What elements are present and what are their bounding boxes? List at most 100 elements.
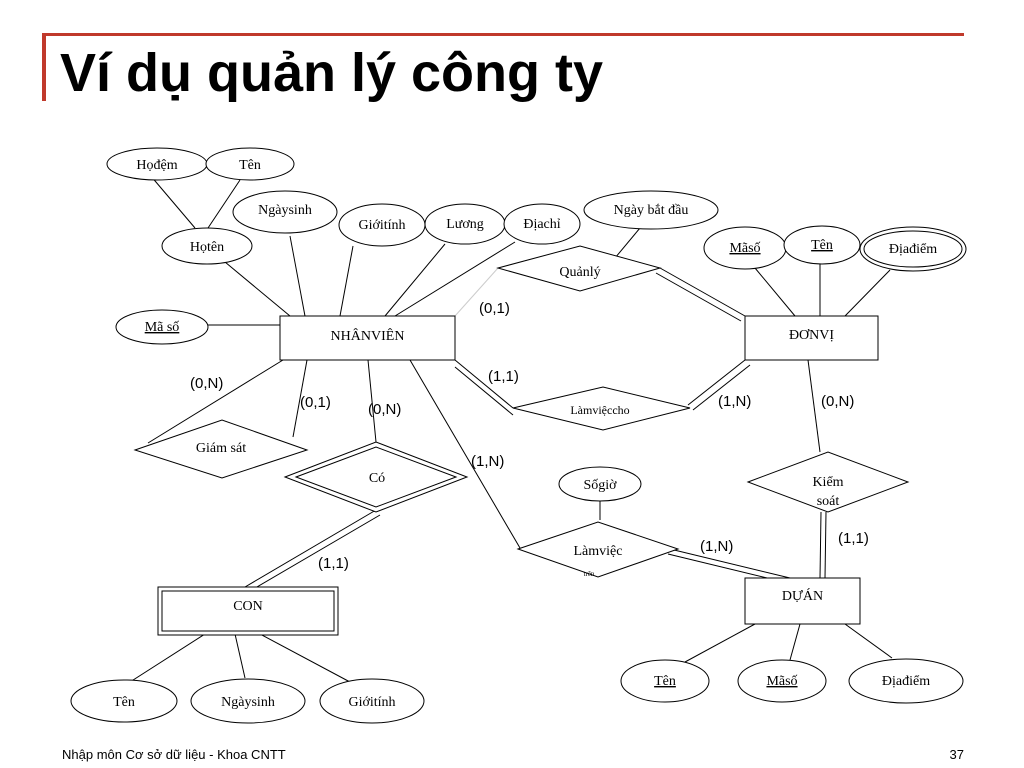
attribute-hodem-label: Họđệm [136, 158, 177, 173]
attribute-hodem[interactable]: Họđệm [106, 147, 208, 181]
line-ten-hoten [207, 179, 241, 229]
line-maso-donvi [754, 267, 796, 317]
attribute-ten-nv[interactable]: Tên [205, 147, 295, 181]
dline-quanly-donvi-1 [659, 267, 746, 317]
relationship-giam-sat[interactable]: Giám sát [133, 419, 309, 479]
line-duan-ten [684, 623, 756, 663]
attribute-diachi[interactable]: Địachỉ [503, 203, 581, 245]
attribute-diachi-label: Địachỉ [523, 217, 560, 232]
card-lamviec-dv: (1,N) [718, 393, 751, 410]
attribute-ma-so-nv-label: Mã số [145, 320, 180, 335]
card-quanly-nv: (0,1) [479, 300, 510, 317]
line-ngaybatdau-quanly [614, 227, 641, 259]
attribute-maso-da-label: Mãsố [766, 674, 797, 689]
card-kiemsoat-dv: (0,N) [821, 393, 854, 410]
line-nhanvien-giamsat-b [292, 359, 308, 438]
entity-con-label: CON [233, 599, 263, 614]
line-hoten-nhanvien [224, 261, 291, 317]
relationship-lamviec-tren-small: trên [584, 570, 595, 578]
dline-co-con-1 [244, 509, 377, 588]
relationship-quanly[interactable]: Quảnlý [496, 245, 662, 292]
relationship-co-identifying[interactable]: Có [283, 441, 469, 513]
line-duan-maso [789, 623, 801, 661]
attribute-ngay-bat-dau[interactable]: Ngày bắt đầu [583, 190, 719, 230]
attribute-gioitinh-con[interactable]: Giớitính [319, 678, 425, 724]
attribute-sogio-label: Sốgiờ [583, 478, 617, 493]
line-luong-nhanvien [384, 243, 446, 317]
dline-kiemsoat-duan-2 [824, 511, 827, 579]
attribute-ngaysinh-con[interactable]: Ngàysinh [190, 678, 306, 724]
entity-donvi-label: ĐƠNVỊ [789, 328, 834, 343]
attribute-diadiem-da-label: Địađiểm [882, 674, 930, 689]
dline-quanly-donvi-2 [655, 272, 742, 322]
card-giamsat-a: (0,N) [190, 375, 223, 392]
dline-nhanvien-lamviec-2 [454, 366, 514, 416]
relationship-lamviec-cho-label: Làmviệccho [570, 403, 629, 417]
relationship-quanly-label: Quảnlý [559, 265, 600, 280]
slide-title: Ví dụ quản lý công ty [60, 43, 604, 103]
relationship-kiem-soat[interactable]: Kiểm soát [746, 451, 910, 513]
attribute-luong-label: Lương [446, 217, 484, 232]
line-duan-diadiem [844, 623, 893, 659]
entity-nhanvien-label: NHÂNVIÊN [331, 327, 405, 344]
card-lamviectren-nv: (1,N) [471, 453, 504, 470]
line-diachi-nhanvien [394, 241, 516, 317]
relationship-lamviec-tren[interactable]: Làmviệc trên [516, 521, 680, 578]
relationship-kiem-soat-label-2: soát [817, 494, 840, 509]
dline-lamviectren-duan-1 [669, 548, 791, 579]
line-nhanvien-lamviectren [409, 359, 521, 549]
entity-nhanvien[interactable]: NHÂNVIÊN [279, 315, 456, 361]
line-ngaysinh-nhanvien [289, 235, 306, 317]
line-donvi-kiemsoat [807, 359, 821, 453]
title-rule-left [42, 33, 46, 101]
attribute-ma-so-nv-key[interactable]: Mã số [115, 309, 209, 345]
attribute-luong[interactable]: Lương [424, 203, 506, 245]
card-giamsat-b: (0,1) [300, 394, 331, 411]
footer-page-number: 37 [949, 747, 964, 762]
line-con-ngaysinh [234, 633, 246, 679]
attribute-ten-dv-key[interactable]: Tên [783, 225, 861, 265]
card-kiemsoat-da: (1,1) [838, 530, 869, 547]
connector-lines [129, 174, 893, 683]
line-diadiem-donvi [844, 269, 891, 317]
entity-donvi[interactable]: ĐƠNVỊ [744, 315, 879, 361]
entity-duan[interactable]: DỰÁN [744, 577, 861, 625]
attribute-maso-dv-label: Mãsố [729, 241, 760, 256]
attribute-gioitinh-con-label: Giớitính [348, 695, 395, 710]
line-gioitinh-nhanvien [339, 245, 354, 317]
attribute-gioitinh-nv[interactable]: Giớitính [338, 203, 426, 247]
card-co-nv: (0,N) [368, 401, 401, 418]
attribute-ten-con-label: Tên [113, 695, 135, 710]
card-co-con: (1,1) [318, 555, 349, 572]
relationship-lamviec-tren-label: Làmviệc [574, 544, 623, 559]
attribute-ten-con[interactable]: Tên [70, 679, 178, 723]
attribute-diadiem-dv-multivalued[interactable]: Địađiểm [859, 226, 967, 272]
line-nhanvien-quanly [454, 267, 499, 317]
dline-co-con-2 [249, 514, 381, 592]
attribute-ngaysinh-nv[interactable]: Ngàysinh [232, 190, 338, 234]
dline-nhanvien-lamviec-1 [454, 359, 514, 409]
line-hodem-hoten [149, 174, 196, 229]
attribute-hoten[interactable]: Họtên [161, 227, 253, 265]
line-nhanvien-co [367, 359, 377, 443]
attribute-hoten-label: Họtên [190, 240, 224, 255]
attribute-ngay-bat-dau-label: Ngày bắt đầu [614, 203, 689, 218]
attribute-ten-da-key[interactable]: Tên [620, 659, 710, 703]
title-rule-top [42, 33, 964, 36]
relationship-lamviec-cho[interactable]: Làmviệccho [512, 386, 691, 431]
relationship-co-label: Có [369, 471, 385, 486]
cardinality-labels: (0,1) (1,1) (0,N) (0,1) (0,N) (1,N) (1,N… [190, 300, 869, 572]
line-con-gioitinh [259, 633, 351, 683]
attribute-maso-dv-key[interactable]: Mãsố [703, 226, 787, 270]
attribute-maso-da-key[interactable]: Mãsố [737, 659, 827, 703]
attribute-ten-nv-label: Tên [239, 158, 261, 173]
attribute-sogio[interactable]: Sốgiờ [558, 466, 642, 502]
double-lines [244, 267, 827, 592]
attribute-diadiem-da[interactable]: Địađiểm [848, 658, 964, 704]
entity-con-weak[interactable]: CON [157, 586, 339, 636]
card-lamviec-nv: (1,1) [488, 368, 519, 385]
dline-kiemsoat-duan-1 [819, 511, 822, 579]
dline-lamviec-donvi-1 [687, 359, 746, 406]
line-nhanvien-giamsat-a [147, 359, 284, 444]
